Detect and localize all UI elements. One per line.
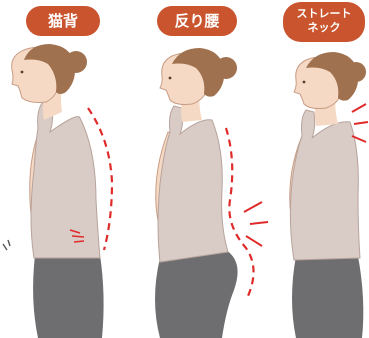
- figure-nekoze-tank-top: [31, 100, 100, 258]
- figure-sorigoshi-hair-bun: [215, 57, 237, 79]
- figure-sorigoshi-tank-top: [158, 106, 228, 262]
- figure-straight-neck: [290, 52, 368, 338]
- figure-straight-neck-emphasis-lines: [352, 104, 368, 142]
- figure-nekoze: [3, 44, 112, 338]
- figure-straight-neck-legs: [292, 256, 363, 338]
- figure-sorigoshi-legs: [155, 250, 238, 338]
- figure-nekoze-hair-bun: [65, 51, 87, 73]
- figure-sorigoshi-eye: [169, 77, 172, 80]
- figure-nekoze-edge-marks: [3, 240, 10, 250]
- figure-straight-neck-hair-bun: [346, 62, 366, 82]
- figure-nekoze-eye: [21, 71, 24, 74]
- figure-sorigoshi-emphasis-lines: [244, 202, 268, 246]
- figure-nekoze-legs: [33, 255, 104, 338]
- figure-straight-neck-eye: [303, 81, 306, 84]
- figure-sorigoshi: [155, 48, 268, 338]
- figure-straight-neck-tank-top: [290, 110, 360, 260]
